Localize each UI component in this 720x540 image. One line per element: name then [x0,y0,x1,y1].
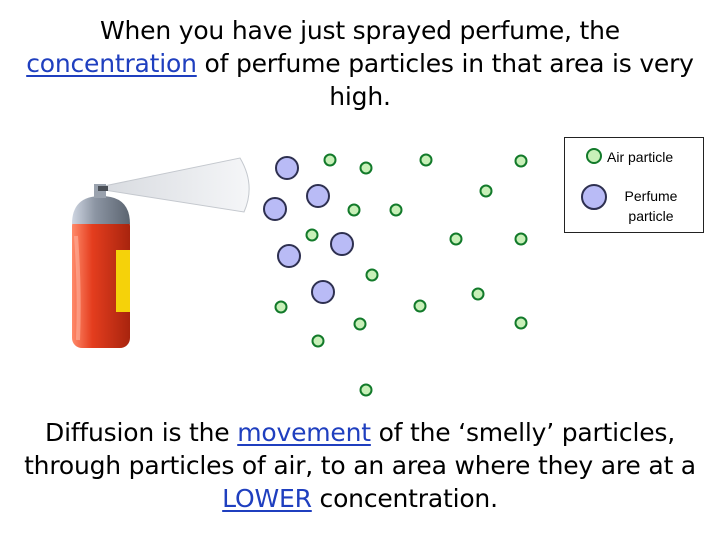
heading-text-start: When you have just sprayed perfume, the [100,16,620,45]
heading-text-end: of perfume particles in that area is ver… [196,49,694,111]
particle-field [263,153,528,397]
air-particle [347,203,361,217]
explanation-highlight-lower: LOWER [222,484,312,513]
air-particle [359,383,373,397]
heading-highlight-concentration: concentration [26,49,197,78]
spray-can-icon [72,184,130,348]
spray-plume [103,157,250,213]
perfume-particle [330,232,354,256]
air-particle [359,161,373,175]
perfume-particle [263,197,287,221]
perfume-particle [277,244,301,268]
perfume-particle-icon [581,184,607,210]
legend-air-label: Air particle [607,149,674,165]
air-particle [514,154,528,168]
air-particle [311,334,325,348]
perfume-particle [306,184,330,208]
air-particle [449,232,463,246]
air-particle [323,153,337,167]
can-label [116,250,130,312]
air-particle [413,299,427,313]
air-particle [471,287,485,301]
air-particle [389,203,403,217]
air-particle [305,228,319,242]
explanation-text: Diffusion is the movement of the ‘smelly… [10,416,710,515]
can-body [72,216,130,348]
legend-perfume-label: Perfume particle [624,188,678,224]
air-particle [419,153,433,167]
air-particle [353,317,367,331]
explanation-part-3: concentration. [311,484,499,513]
air-particle [274,300,288,314]
can-cap [72,196,130,224]
explanation-part-1: Diffusion is the [45,418,238,447]
air-particle [514,316,528,330]
explanation-highlight-movement: movement [237,418,371,447]
air-particle-icon [586,148,602,164]
air-particle [479,184,493,198]
perfume-particle [311,280,335,304]
air-particle [514,232,528,246]
explanation-part-2: of the ‘smelly’ particles, through parti… [24,418,696,480]
air-particle [365,268,379,282]
heading: When you have just sprayed perfume, the … [20,14,700,113]
legend-box: Air particle Perfume particle [564,137,704,233]
perfume-particle [275,156,299,180]
